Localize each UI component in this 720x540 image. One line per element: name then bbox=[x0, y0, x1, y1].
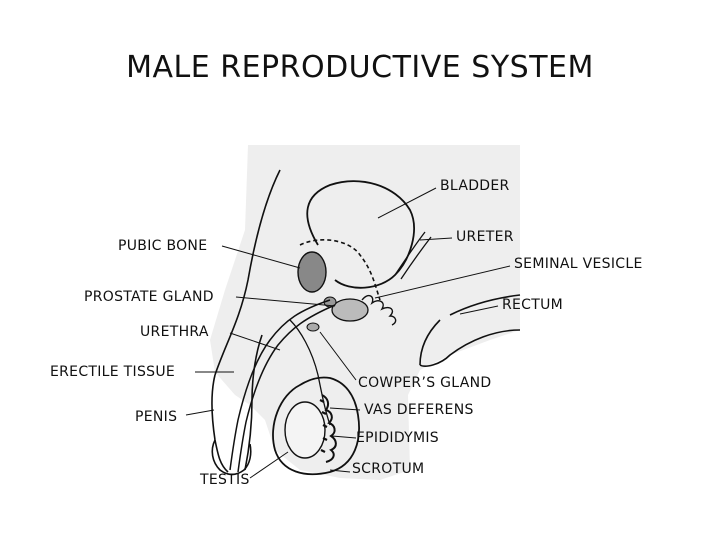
body-outline bbox=[214, 169, 281, 376]
vas-deferens-shape bbox=[289, 319, 331, 426]
label-scrotum: SCROTUM bbox=[352, 461, 425, 477]
label-testis: TESTIS bbox=[200, 472, 250, 488]
page-title: MALE REPRODUCTIVE SYSTEM bbox=[126, 50, 594, 85]
label-urethra: URETHRA bbox=[140, 324, 209, 340]
scrotum-shape bbox=[272, 376, 360, 476]
label-prostate-gland: PROSTATE GLAND bbox=[84, 289, 214, 305]
leader-lines bbox=[185, 187, 511, 479]
label-ureter: URETER bbox=[456, 229, 514, 245]
label-vas-deferens: VAS DEFERENS bbox=[364, 402, 474, 418]
rectum-shape bbox=[419, 294, 521, 367]
label-pubic-bone: PUBIC BONE bbox=[118, 238, 208, 254]
label-epididymis: EPIDIDYMIS bbox=[356, 430, 439, 446]
cowpers-gland-shape bbox=[306, 322, 320, 332]
seminal-vesicle-shape bbox=[361, 294, 397, 326]
label-seminal-vesicle: SEMINAL VESICLE bbox=[514, 256, 643, 272]
glans-shape bbox=[211, 439, 252, 476]
label-rectum: RECTUM bbox=[502, 297, 564, 313]
ureter-shape bbox=[394, 231, 432, 280]
label-penis: PENIS bbox=[135, 409, 178, 425]
epididymis-shape-dots bbox=[319, 399, 328, 453]
label-cowpers-gland: COWPER’S GLAND bbox=[358, 375, 492, 391]
penis-outline bbox=[211, 334, 263, 473]
bladder-shape bbox=[306, 180, 415, 289]
dashed-vas-path bbox=[299, 239, 381, 301]
label-bladder: BLADDER bbox=[440, 178, 510, 194]
urethra-shape bbox=[229, 299, 331, 471]
pubic-bone-shape bbox=[297, 251, 327, 293]
testis-shape bbox=[284, 401, 326, 459]
label-erectile-tissue: ERECTILE TISSUE bbox=[50, 364, 176, 380]
urethra-shape-inner bbox=[237, 304, 336, 473]
epididymis-shape bbox=[321, 394, 337, 463]
prostate-shape bbox=[331, 298, 369, 322]
